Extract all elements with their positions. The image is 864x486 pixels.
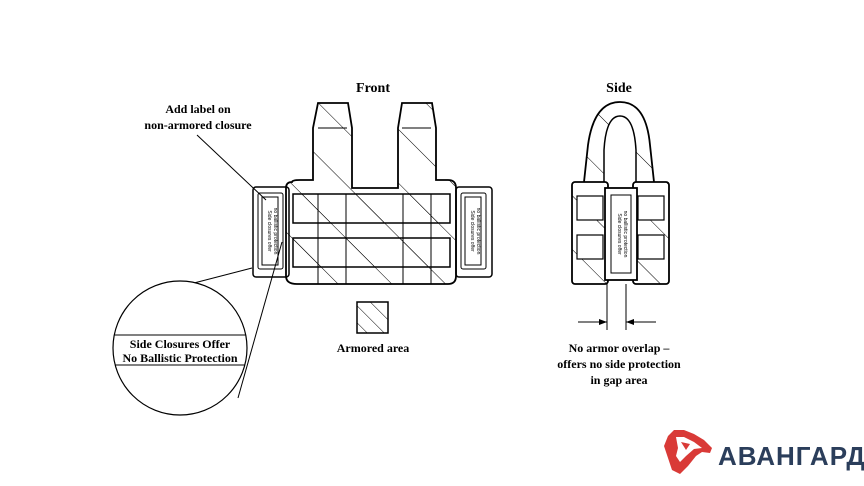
right-closure-label-2: no ballistic protection xyxy=(475,208,481,255)
side-view: Side Side closures offer no ballistic pr… xyxy=(557,81,681,387)
brand-name: АВАНГАРД xyxy=(718,441,864,471)
side-closure-label-2: no ballistic protection xyxy=(622,211,628,258)
side-closure-label-1: Side closures offer xyxy=(616,213,622,255)
brand-logo: АВАНГАРД xyxy=(664,430,864,474)
zoom-note-line-1: Side Closures Offer xyxy=(130,337,231,351)
gap-note-line-3: in gap area xyxy=(590,373,647,387)
zoom-callout: Side Closures Offer No Ballistic Protect… xyxy=(112,241,283,416)
side-title: Side xyxy=(606,81,632,96)
right-closure-label-1: Side closures offer xyxy=(469,210,475,252)
gap-note-line-2: offers no side protection xyxy=(557,357,681,371)
front-title: Front xyxy=(356,81,390,96)
left-closure-label-2: no ballistic protection xyxy=(272,208,278,255)
left-closure-label-1: Side closures offer xyxy=(266,210,272,252)
label-note-line-1: Add label on xyxy=(165,102,231,116)
gap-dimension xyxy=(578,284,656,330)
gap-note-line-1: No armor overlap – xyxy=(569,341,671,355)
armored-area-swatch xyxy=(356,301,389,334)
label-note-line-2: non-armored closure xyxy=(144,118,252,132)
label-callout: Add label on non-armored closure xyxy=(144,102,267,201)
front-view: Front Side closures offer no ballistic p… xyxy=(252,81,493,355)
label-leader-line xyxy=(196,134,267,201)
armored-area-label: Armored area xyxy=(337,341,410,355)
armored-area-legend: Armored area xyxy=(337,301,410,355)
front-armored-body xyxy=(285,102,457,285)
zoom-circle xyxy=(112,280,248,416)
left-side-closure: Side closures offer no ballistic protect… xyxy=(252,186,290,278)
right-side-closure: Side closures offer no ballistic protect… xyxy=(455,186,493,278)
zoom-note-line-2: No Ballistic Protection xyxy=(122,351,237,365)
